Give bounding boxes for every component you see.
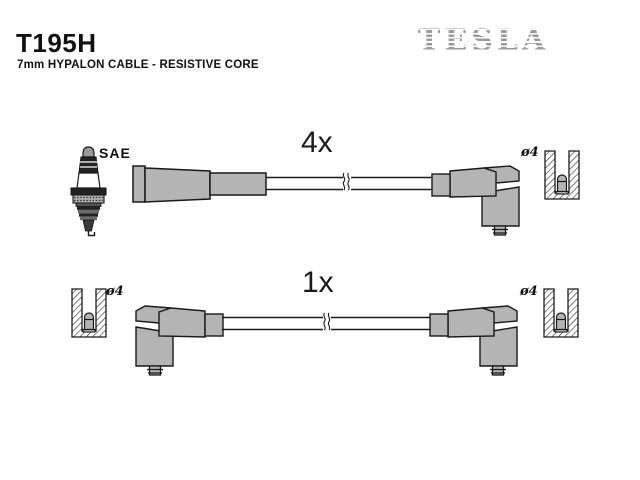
cable-break-mark bbox=[347, 172, 350, 191]
product-code: T195H bbox=[16, 28, 97, 58]
top-cable bbox=[266, 172, 432, 191]
spark-plug bbox=[70, 146, 107, 237]
diameter-label-top-right: ø4 bbox=[521, 145, 539, 160]
terminal-cross-section bbox=[71, 288, 107, 338]
elbow-boot-connector bbox=[429, 305, 518, 376]
product-description: 7mm HYPALON CABLE - RESISTIVE CORE bbox=[17, 59, 259, 71]
cable-break-mark bbox=[327, 312, 331, 331]
cable-break-mark bbox=[342, 172, 346, 191]
straight-boot-connector bbox=[132, 165, 267, 203]
bottom-cable bbox=[222, 312, 431, 331]
terminal-cross-section bbox=[544, 150, 580, 200]
top-quantity-label: 4x bbox=[301, 126, 333, 159]
terminal-cross-section bbox=[543, 288, 579, 338]
diameter-label-bottom-left: ø4 bbox=[106, 284, 124, 299]
diameter-label-bottom-right: ø4 bbox=[520, 284, 538, 299]
elbow-boot-connector bbox=[135, 305, 224, 376]
elbow-boot-connector bbox=[431, 165, 520, 236]
cable-break-mark bbox=[323, 312, 326, 331]
sae-terminal-label: SAE bbox=[99, 145, 131, 161]
brand-logo: TESLA bbox=[418, 23, 550, 58]
bottom-quantity-label: 1x bbox=[302, 266, 334, 299]
